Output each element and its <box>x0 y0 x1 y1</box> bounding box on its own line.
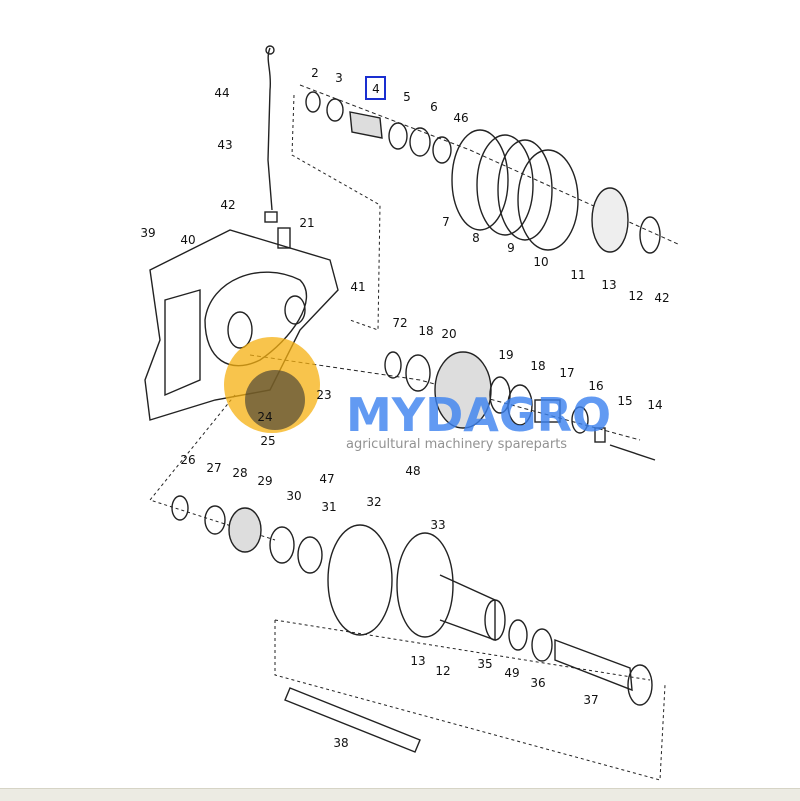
part-label-47: 47 <box>319 472 334 486</box>
part-label-29: 29 <box>257 474 272 488</box>
part-label-26: 26 <box>180 453 195 467</box>
part-label-33: 33 <box>430 518 445 532</box>
part-label-38: 38 <box>333 736 348 750</box>
part-label-31: 31 <box>321 500 336 514</box>
part-label-13: 13 <box>410 654 425 668</box>
part-label-13: 13 <box>601 278 616 292</box>
output-shaft-37 <box>554 638 633 692</box>
part-label-5: 5 <box>403 90 411 104</box>
part-label-42: 42 <box>220 198 235 212</box>
part-label-35: 35 <box>477 657 492 671</box>
part-label-44: 44 <box>214 86 229 100</box>
dipstick-nut <box>264 211 278 223</box>
part-label-9: 9 <box>507 241 515 255</box>
part-label-37: 37 <box>583 693 598 707</box>
part-label-20: 20 <box>441 327 456 341</box>
shaft-38 <box>284 687 421 753</box>
part-label-2: 2 <box>311 66 319 80</box>
part-label-6: 6 <box>430 100 438 114</box>
part-label-15: 15 <box>617 394 632 408</box>
part-label-12: 12 <box>435 664 450 678</box>
part-label-25: 25 <box>260 434 275 448</box>
part-label-49: 49 <box>504 666 519 680</box>
watermark-tagline: agricultural machinery spareparts <box>346 437 567 452</box>
dipstick <box>267 47 273 211</box>
watermark: MYDAGRO agricultural machinery sparepart… <box>224 337 611 452</box>
part-label-39: 39 <box>140 226 155 240</box>
highlight-box-part-4 <box>365 76 386 100</box>
part-label-30: 30 <box>286 489 301 503</box>
part-label-36: 36 <box>530 676 545 690</box>
part-label-16: 16 <box>588 379 603 393</box>
part-label-72: 72 <box>392 316 407 330</box>
part-label-32: 32 <box>366 495 381 509</box>
part-label-42: 42 <box>654 291 669 305</box>
part-label-3: 3 <box>335 71 343 85</box>
part-label-27: 27 <box>206 461 221 475</box>
breather <box>277 227 291 249</box>
part-label-8: 8 <box>472 231 480 245</box>
part-label-18: 18 <box>530 359 545 373</box>
part-label-7: 7 <box>442 215 450 229</box>
diagram-drawing <box>144 45 681 781</box>
part-label-48: 48 <box>405 464 420 478</box>
part-label-10: 10 <box>533 255 548 269</box>
part-label-41: 41 <box>350 280 365 294</box>
part-label-19: 19 <box>498 348 513 362</box>
part-label-46: 46 <box>453 111 468 125</box>
pinion-4 <box>349 111 383 139</box>
part-label-4: 4 <box>372 82 380 96</box>
part-label-11: 11 <box>570 268 585 282</box>
part-label-14: 14 <box>647 398 662 412</box>
part-label-40: 40 <box>180 233 195 247</box>
part-label-43: 43 <box>217 138 232 152</box>
part-label-12: 12 <box>628 289 643 303</box>
part-label-24: 24 <box>257 410 272 424</box>
watermark-brand: MYDAGRO <box>346 388 611 442</box>
watermark-logo-shadow <box>245 370 305 430</box>
part-label-17: 17 <box>559 366 574 380</box>
part-label-28: 28 <box>232 466 247 480</box>
part-label-21: 21 <box>299 216 314 230</box>
part-label-23: 23 <box>316 388 331 402</box>
part-label-18: 18 <box>418 324 433 338</box>
bottom-bar <box>0 788 800 801</box>
